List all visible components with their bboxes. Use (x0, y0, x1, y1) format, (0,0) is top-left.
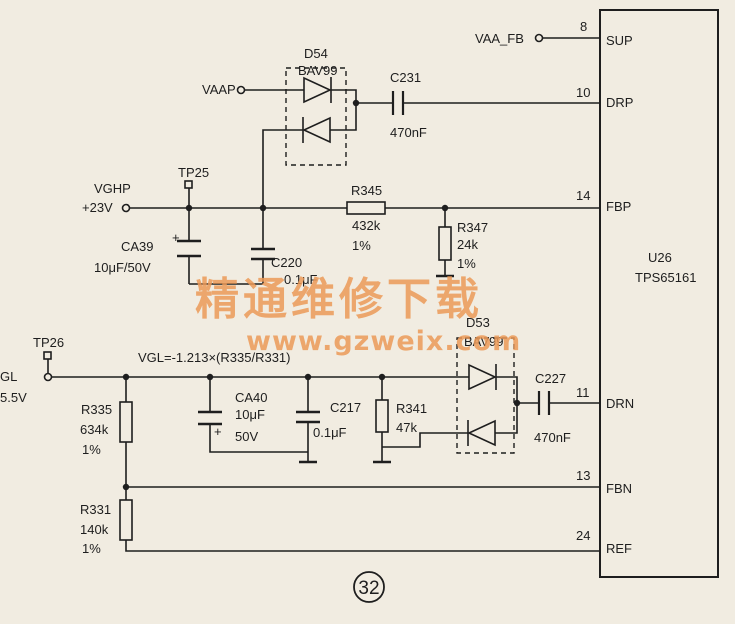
junction (352, 99, 360, 107)
r347-value: 24k (457, 237, 478, 252)
r345-tol: 1% (352, 238, 371, 253)
vaap-terminal (236, 85, 246, 95)
r341-ref: R341 (396, 401, 427, 416)
net-vaa-fb-label: VAA_FB (475, 31, 524, 46)
c227-ref: C227 (535, 371, 566, 386)
wire-d53-lower-right (495, 403, 518, 434)
tp26-label: TP26 (33, 335, 64, 350)
pin-24-name: REF (606, 541, 632, 556)
d53-upper-diode (468, 363, 497, 391)
d54-package-outline (285, 67, 347, 166)
c220-plates (251, 247, 275, 261)
c217-plates (296, 410, 320, 424)
ca40-polarity: + (214, 424, 222, 439)
ca40-voltage: 50V (235, 429, 258, 444)
r331-tol: 1% (82, 541, 101, 556)
pin-8-num: 8 (580, 19, 587, 34)
vaa-fb-terminal (534, 33, 544, 43)
ca39-ref: CA39 (121, 239, 154, 254)
junction (513, 399, 521, 407)
pin-11-num: 11 (576, 385, 590, 400)
c231-ref: C231 (390, 70, 421, 85)
vgl-name: GL (0, 369, 17, 384)
r335-ref: R335 (81, 402, 112, 417)
pin-8-name: SUP (606, 33, 633, 48)
pin-10-name: DRP (606, 95, 633, 110)
tp25-label: TP25 (178, 165, 209, 180)
pin-10-num: 10 (576, 85, 590, 100)
ca40-ref: CA40 (235, 390, 268, 405)
pin-14-num: 14 (576, 188, 590, 203)
ca39-polarity: + (172, 230, 180, 245)
ca39-plates (177, 239, 201, 258)
c220-value: 0.1μF (284, 272, 318, 287)
ca39-value: 10μF/50V (94, 260, 151, 275)
r347-body (438, 226, 452, 261)
d53-package-outline (456, 337, 515, 454)
vghp-terminal (121, 203, 131, 213)
d54-lower-diode (302, 116, 331, 144)
r345-value: 432k (352, 218, 381, 233)
watermark-url: www.gzweix.com (246, 326, 521, 357)
r331-body (119, 499, 133, 541)
c217-value: 0.1μF (313, 425, 347, 440)
wire-d54-lower-right (330, 103, 357, 131)
wire-d54-lower-left (262, 129, 303, 208)
r335-tol: 1% (82, 442, 101, 457)
d53-lower-diode (467, 419, 496, 447)
r335-value: 634k (80, 422, 109, 437)
wire-d53-common (496, 376, 539, 404)
pin-14-name: FBP (606, 199, 631, 214)
c220-ref: C220 (271, 255, 302, 270)
pin-13-name: FBN (606, 481, 632, 496)
vgl-terminal (43, 372, 53, 382)
d54-part: BAV99 (298, 63, 338, 78)
page-number-circle (353, 571, 385, 603)
vghp-name: VGHP (94, 181, 131, 196)
r347-tol: 1% (457, 256, 476, 271)
d54-upper-diode (303, 76, 332, 104)
r345-ref: R345 (351, 183, 382, 198)
d53-ref: D53 (466, 315, 490, 330)
vgl-formula: VGL=-1.213×(R335/R331) (138, 350, 290, 365)
vghp-value: +23V (82, 200, 113, 215)
c231-plates (391, 91, 405, 115)
wire-d54-common (331, 89, 393, 104)
r345-body (346, 201, 386, 215)
r341-body (375, 399, 389, 433)
wire-d53-lower-left (382, 432, 468, 448)
ic-part: TPS65161 (635, 270, 696, 285)
ca40-value: 10μF (235, 407, 265, 422)
watermark-cn: 精通维修下载 (195, 274, 483, 325)
ic-ref: U26 (648, 250, 672, 265)
ca40-plates (198, 410, 222, 426)
pin-13-num: 13 (576, 468, 590, 483)
r331-ref: R331 (80, 502, 111, 517)
wire-r331 (125, 487, 600, 552)
r347-ref: R347 (457, 220, 488, 235)
wire-ca40 (209, 377, 308, 453)
tp25-marker (184, 180, 193, 189)
r341-value: 47k (396, 420, 417, 435)
d54-ref: D54 (304, 46, 328, 61)
tp26-marker (43, 351, 52, 360)
net-vaap-label: VAAP (202, 82, 236, 97)
r335-body (119, 401, 133, 443)
page-number: 32 (358, 578, 379, 599)
ic-u26-body (599, 9, 719, 578)
c227-plates (537, 391, 551, 415)
c231-value: 470nF (390, 125, 427, 140)
c227-value: 470nF (534, 430, 571, 445)
r331-value: 140k (80, 522, 109, 537)
c217-ref: C217 (330, 400, 361, 415)
pin-24-num: 24 (576, 528, 590, 543)
vgl-value: 5.5V (0, 390, 27, 405)
pin-11-name: DRN (606, 396, 634, 411)
